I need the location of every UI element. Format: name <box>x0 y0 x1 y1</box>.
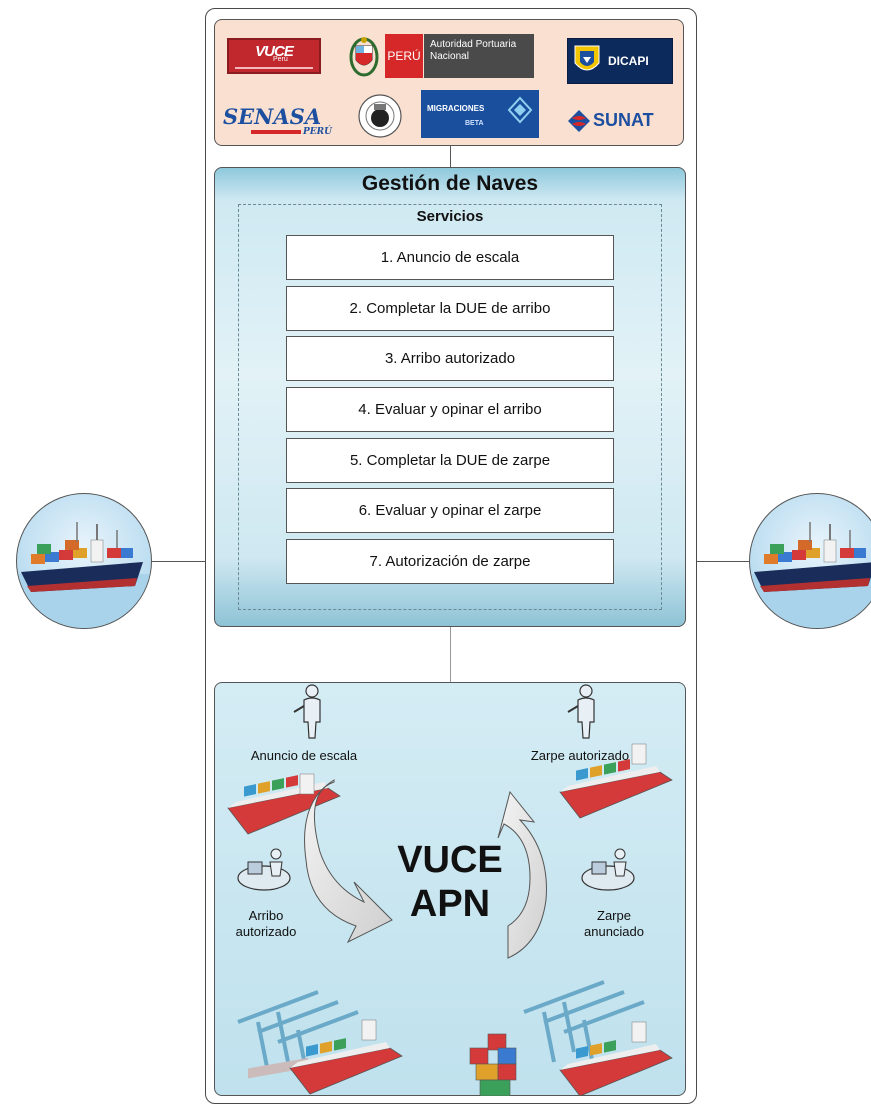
connector-logos-panel <box>450 146 451 167</box>
label-arribo-autorizado: Arribo autorizado <box>235 908 297 939</box>
vuce-apn-center-label: VUCE APN <box>397 839 503 925</box>
panel-title: Gestión de Naves <box>361 172 539 195</box>
sunat-logo: SUNAT <box>567 104 675 138</box>
person-icon <box>567 684 595 739</box>
connector-panel-flow <box>450 627 451 682</box>
port-cranes-icon <box>237 990 359 1081</box>
cargo-ship-icon <box>17 522 151 628</box>
service-item-7: 7. Autorización de zarpe <box>286 539 614 584</box>
computer-operator-icon <box>237 848 291 891</box>
curved-arrow-left-icon <box>304 779 393 944</box>
container-ship-icon <box>227 773 341 835</box>
label-zarpe-autorizado: Zarpe autorizado <box>530 748 630 763</box>
ship-circle-left <box>16 493 152 629</box>
service-item-2: 2. Completar la DUE de arribo <box>286 286 614 331</box>
peru-logo: PERÚ <box>385 34 423 78</box>
institutions-logos-panel: VUCE Perú PERÚ Autoridad Portuaria Nacio… <box>214 19 684 146</box>
service-item-5: 5. Completar la DUE de zarpe <box>286 438 614 483</box>
vuce-logo: VUCE Perú <box>227 38 321 74</box>
ship-circle-right <box>749 493 871 629</box>
senasa-logo: SENASA PERÚ <box>223 104 332 137</box>
container-ship-icon <box>559 1021 673 1096</box>
apn-logo: Autoridad Portuaria Nacional <box>424 34 534 78</box>
container-ship-icon <box>289 1019 403 1095</box>
curved-arrow-right-icon <box>497 790 547 959</box>
service-item-6: 6. Evaluar y opinar el zarpe <box>286 488 614 533</box>
migraciones-logo: MIGRACIONES BETA <box>421 90 539 138</box>
service-item-4: 4. Evaluar y opinar el arribo <box>286 387 614 432</box>
connector-left <box>150 561 214 562</box>
flow-artwork <box>227 684 673 1096</box>
stacked-containers-icon <box>469 1033 517 1096</box>
service-item-3: 3. Arribo autorizado <box>286 336 614 381</box>
cargo-ship-icon <box>750 522 871 628</box>
container-ship-icon <box>559 743 673 819</box>
person-icon <box>293 684 321 739</box>
label-zarpe-anunciado: Zarpe anunciado <box>584 908 644 939</box>
services-title: Servicios <box>416 208 484 225</box>
label-anuncio-escala: Anuncio de escala <box>250 748 358 763</box>
dicapi-logo: DICAPI <box>567 38 673 84</box>
services-group <box>238 204 662 610</box>
computer-operator-icon <box>581 848 635 891</box>
peru-shield-logo <box>349 36 379 78</box>
connector-right <box>686 561 752 562</box>
regional-seal-logo <box>357 90 403 142</box>
service-item-1: 1. Anuncio de escala <box>286 235 614 280</box>
